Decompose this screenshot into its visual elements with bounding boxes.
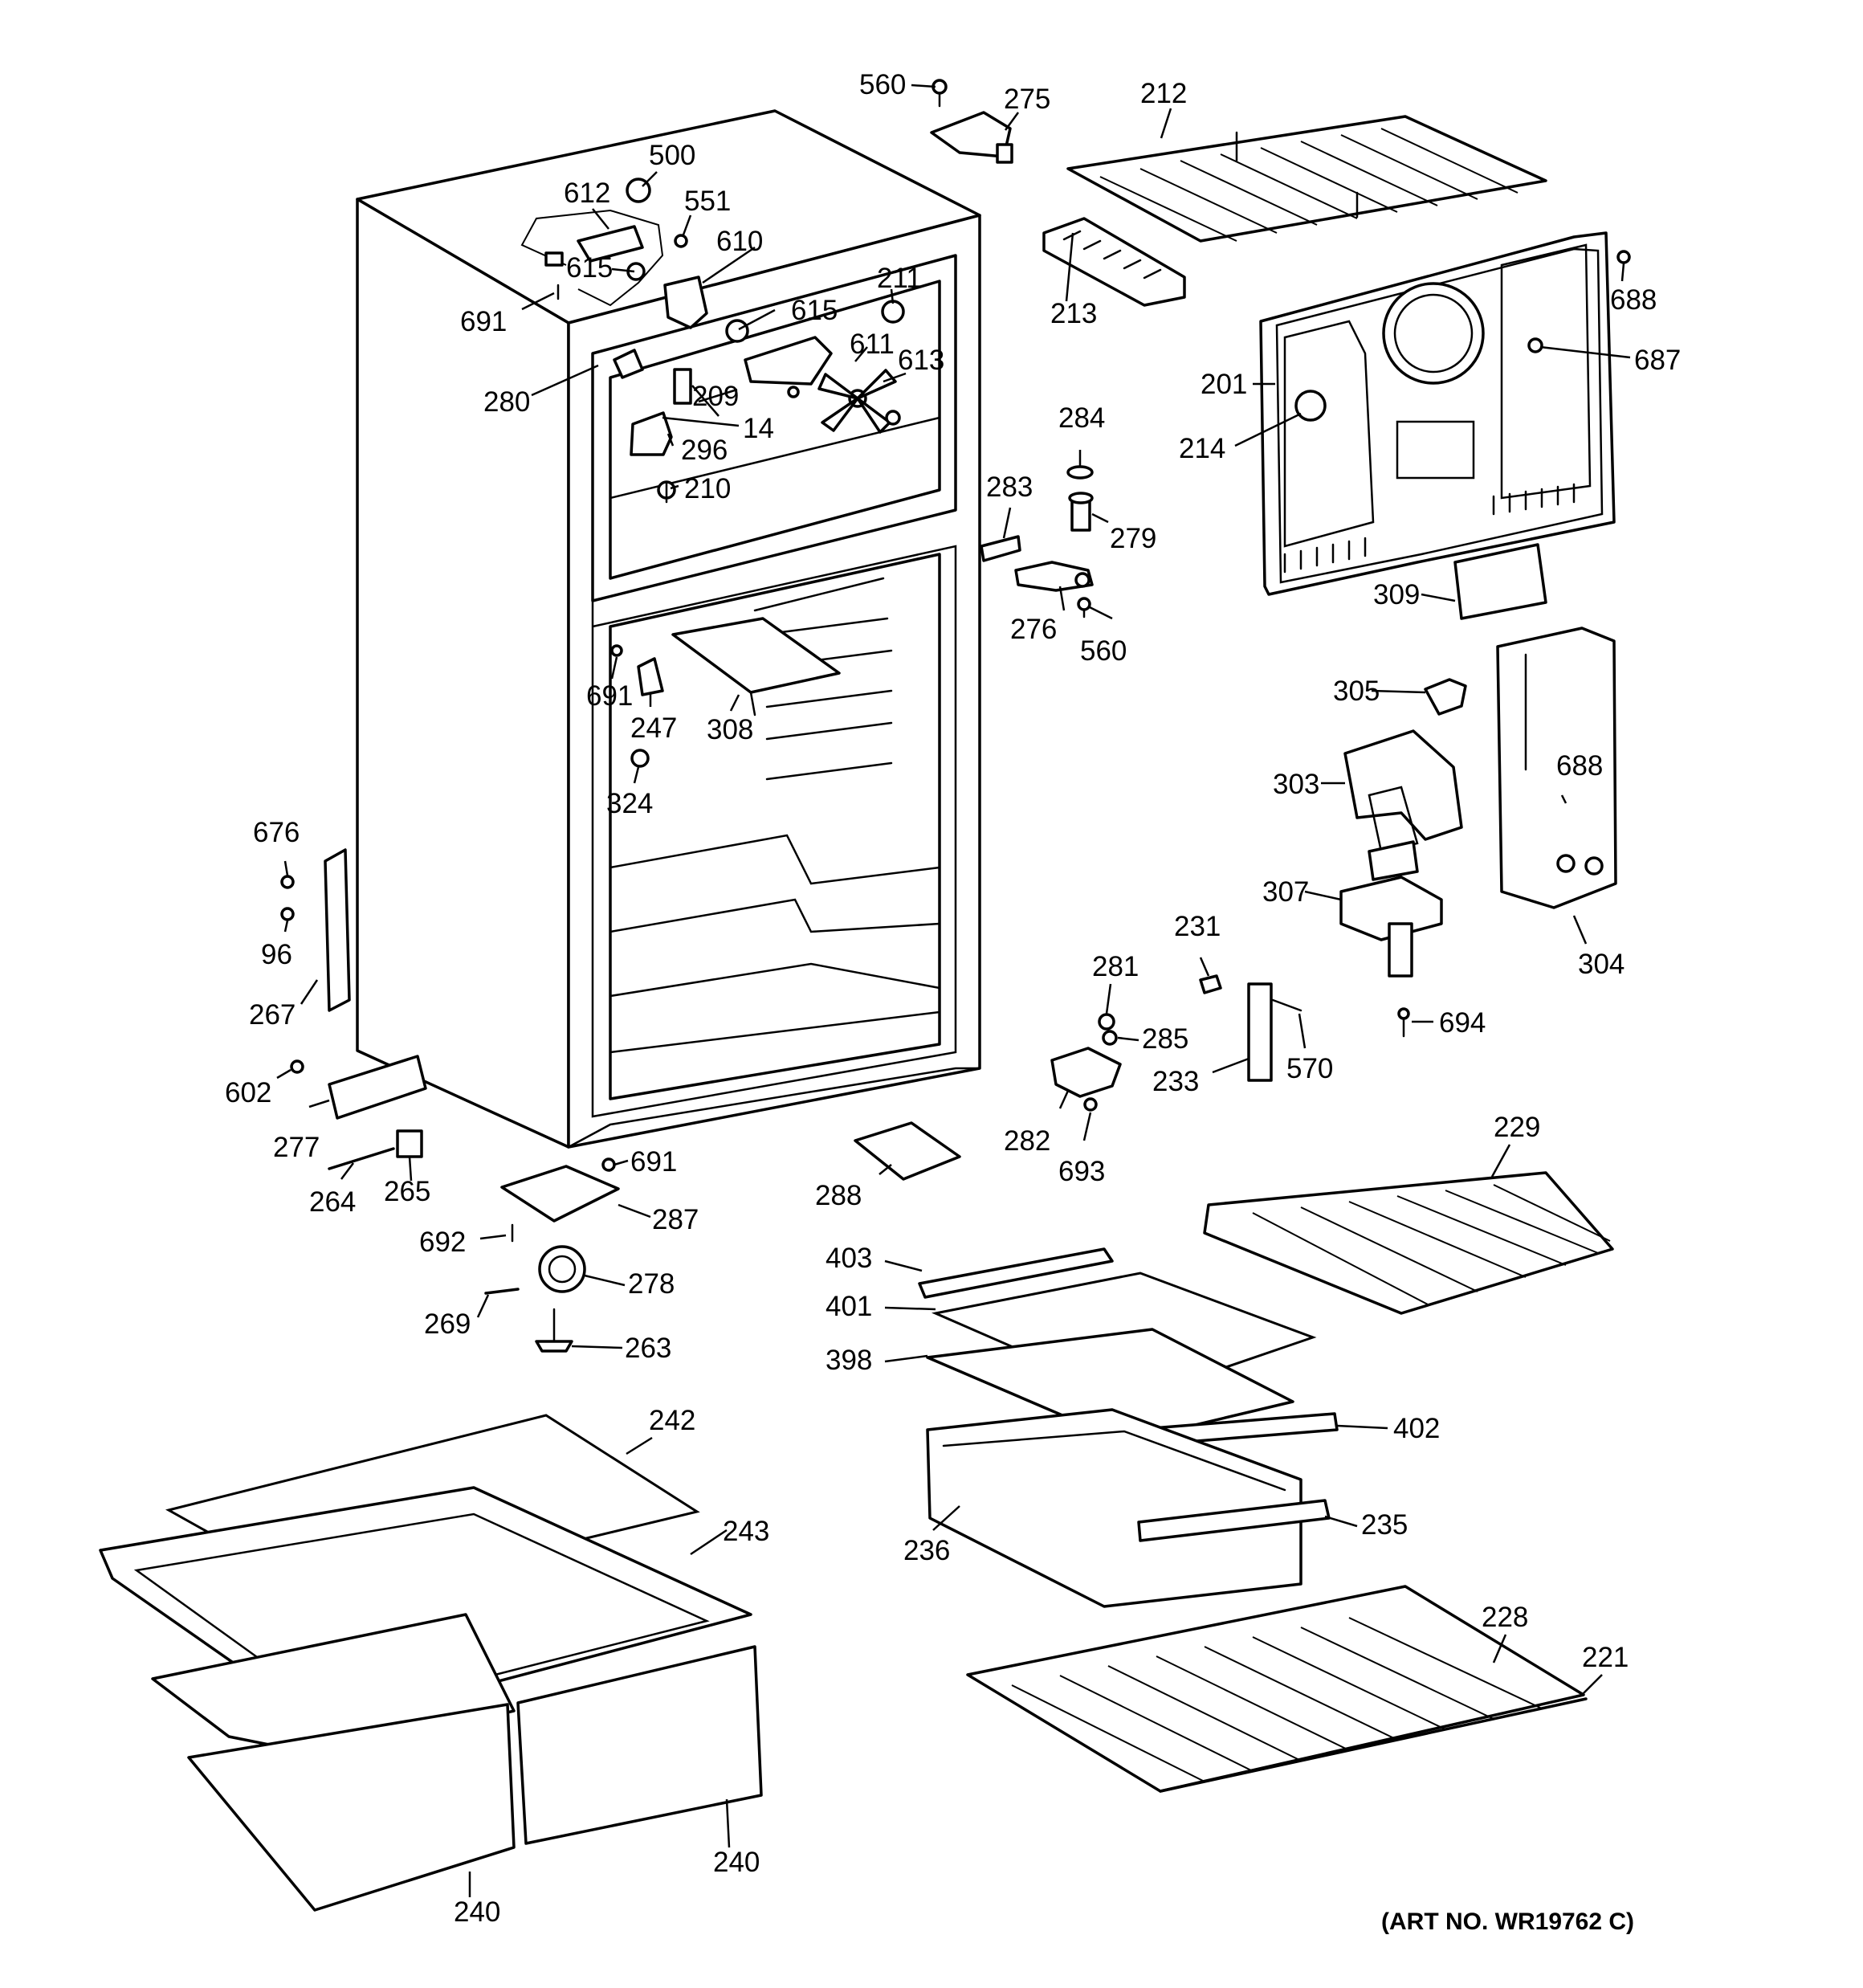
shelf-228 <box>966 1585 1588 1793</box>
grille-309 <box>1453 543 1547 620</box>
callout-228: 228 <box>1482 1602 1528 1633</box>
callout-229: 229 <box>1494 1112 1540 1143</box>
callout-247: 247 <box>630 712 677 744</box>
callout-278: 278 <box>628 1268 675 1300</box>
cabinet <box>356 109 981 1149</box>
callout-281: 281 <box>1092 951 1139 982</box>
crisper-drawers <box>99 1414 763 1912</box>
callout-264: 264 <box>309 1186 356 1218</box>
callout-613: 613 <box>898 345 944 376</box>
callout-labels: 560 275 212 500 612 551 610 615 211 615 … <box>225 69 1681 1935</box>
callout-551: 551 <box>684 186 731 217</box>
callout-403: 403 <box>826 1243 872 1274</box>
callout-691: 691 <box>586 680 633 712</box>
callout-602: 602 <box>225 1077 271 1108</box>
freezer-shelf-212 <box>1066 115 1547 243</box>
callout-243: 243 <box>723 1516 769 1547</box>
callout-676: 676 <box>253 817 300 848</box>
callout-324: 324 <box>606 788 653 819</box>
callout-211: 211 <box>877 263 922 294</box>
callout-267: 267 <box>249 999 296 1031</box>
callout-233: 233 <box>1152 1066 1199 1097</box>
callout-283: 283 <box>986 471 1033 503</box>
callout-240: 240 <box>454 1896 500 1928</box>
callout-285: 285 <box>1142 1023 1188 1055</box>
ice-tray-213 <box>1042 217 1186 307</box>
callout-221: 221 <box>1582 1642 1629 1673</box>
glass-shelf-assembly <box>918 1247 1339 1608</box>
callout-209: 209 <box>692 381 739 412</box>
callout-615: 615 <box>791 295 838 326</box>
callout-240: 240 <box>713 1847 760 1878</box>
callout-688: 688 <box>1610 284 1657 316</box>
callout-284: 284 <box>1058 402 1105 434</box>
callout-610: 610 <box>716 226 763 257</box>
callout-276: 276 <box>1010 614 1057 645</box>
callout-691: 691 <box>630 1146 677 1178</box>
callout-236: 236 <box>903 1535 950 1566</box>
callout-96: 96 <box>261 939 292 970</box>
top-hinge <box>930 79 1013 164</box>
callout-210: 210 <box>684 473 731 504</box>
callout-560: 560 <box>1080 635 1127 667</box>
callout-687: 687 <box>1634 345 1681 376</box>
callout-235: 235 <box>1361 1509 1408 1541</box>
dispenser-parts <box>1050 627 1617 1112</box>
callout-611: 611 <box>850 329 895 360</box>
callout-398: 398 <box>826 1345 872 1376</box>
callout-612: 612 <box>564 178 610 209</box>
callout-570: 570 <box>1286 1053 1333 1084</box>
callout-296: 296 <box>681 435 728 466</box>
callout-304: 304 <box>1578 949 1625 980</box>
shelf-229 <box>1203 1171 1614 1315</box>
callout-560: 560 <box>859 69 906 100</box>
callout-214: 214 <box>1179 433 1225 464</box>
callout-263: 263 <box>625 1333 671 1364</box>
callout-615: 615 <box>566 252 613 284</box>
callout-307: 307 <box>1262 876 1309 908</box>
callout-287: 287 <box>652 1204 699 1235</box>
callout-694: 694 <box>1439 1007 1486 1039</box>
callout-279: 279 <box>1110 523 1156 554</box>
callout-401: 401 <box>826 1291 872 1322</box>
callout-692: 692 <box>419 1227 466 1258</box>
leader-lines <box>276 84 1631 1897</box>
callout-288: 288 <box>815 1180 862 1211</box>
callout-212: 212 <box>1140 78 1187 109</box>
callout-282: 282 <box>1004 1125 1050 1157</box>
callout-308: 308 <box>707 714 753 745</box>
callout-691: 691 <box>460 306 507 337</box>
callout-500: 500 <box>649 140 695 171</box>
callout-14: 14 <box>743 413 774 444</box>
callout-280: 280 <box>483 386 530 418</box>
callout-231: 231 <box>1174 911 1221 942</box>
callout-265: 265 <box>384 1176 430 1207</box>
callout-242: 242 <box>649 1405 695 1436</box>
center-hinge-parts <box>980 465 1094 618</box>
art-number: (ART NO. WR19762 C) <box>1381 1908 1634 1935</box>
bottom-hardware <box>280 848 961 1353</box>
callout-305: 305 <box>1333 676 1380 707</box>
fresh-food-parts <box>610 617 841 768</box>
callout-275: 275 <box>1004 84 1050 115</box>
callout-693: 693 <box>1058 1156 1105 1187</box>
callout-309: 309 <box>1373 579 1420 610</box>
callout-269: 269 <box>424 1308 471 1340</box>
callout-688: 688 <box>1556 750 1603 782</box>
evaporator-cover-201 <box>1259 231 1631 596</box>
callout-213: 213 <box>1050 298 1097 329</box>
callout-277: 277 <box>273 1132 320 1163</box>
callout-402: 402 <box>1393 1413 1440 1444</box>
callout-201: 201 <box>1201 369 1247 400</box>
callout-303: 303 <box>1273 769 1319 800</box>
